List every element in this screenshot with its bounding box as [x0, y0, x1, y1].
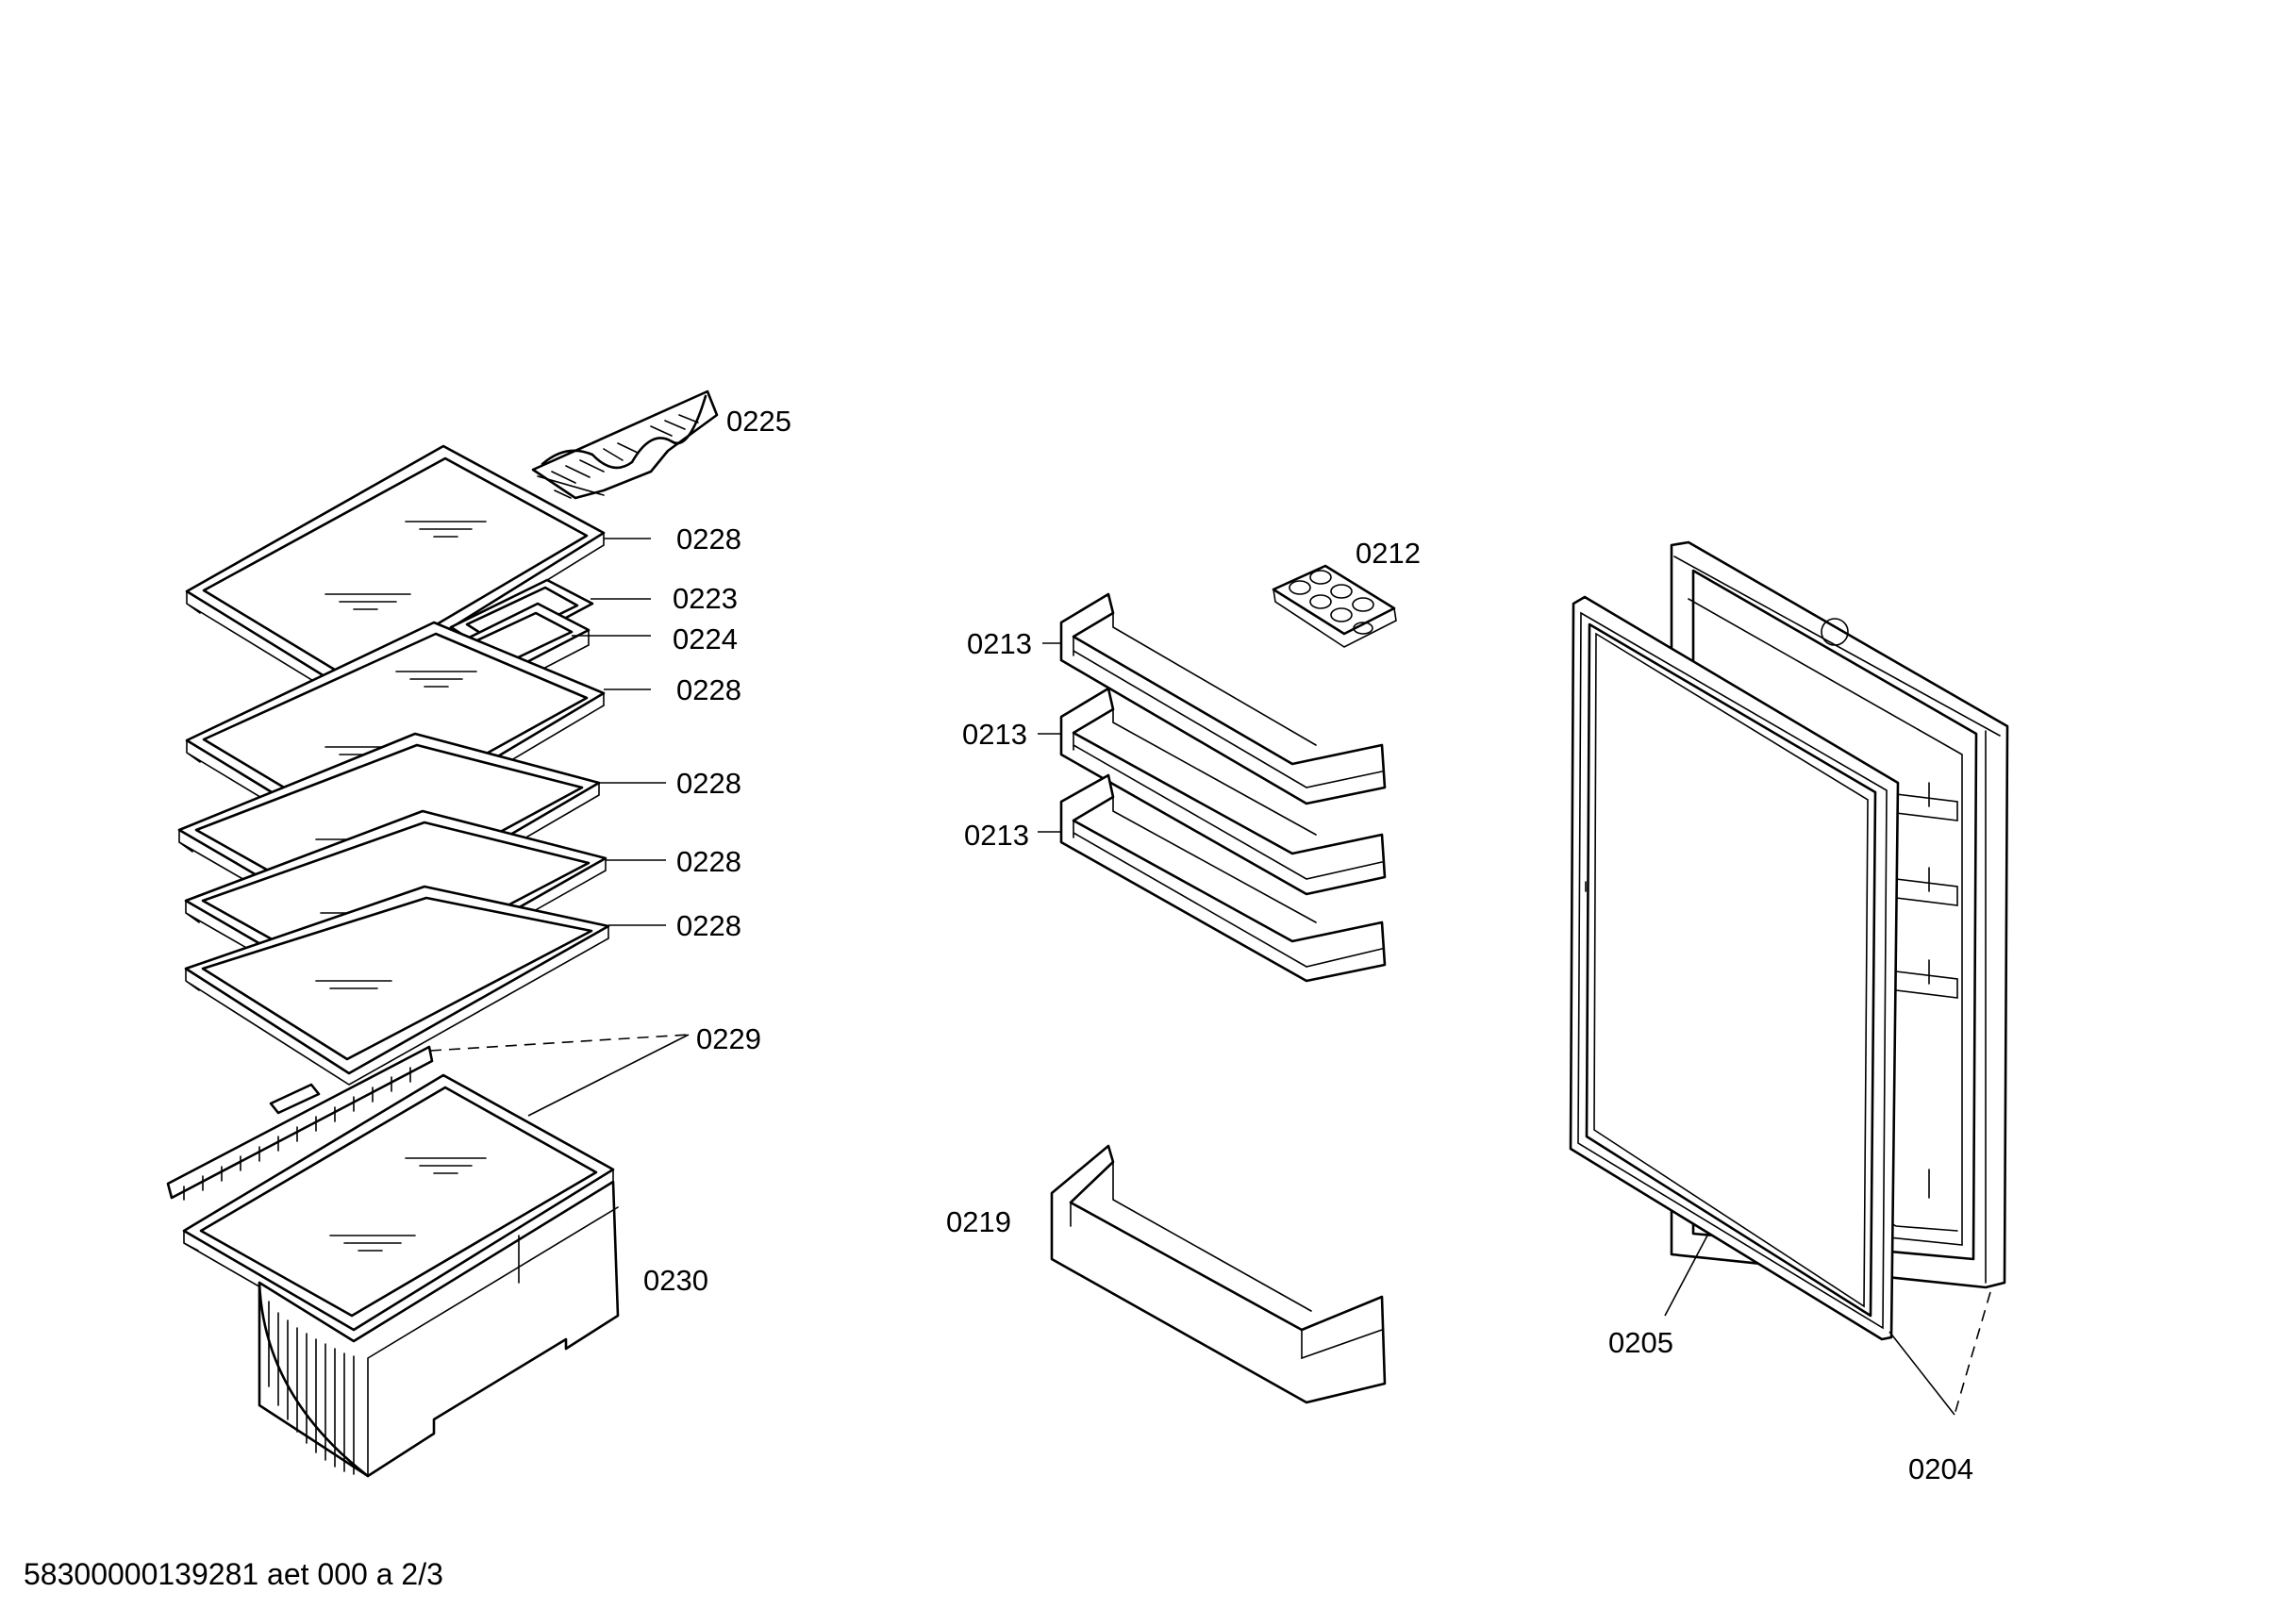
- label-0228-d: 0228: [676, 845, 741, 878]
- part-labels: 0225 0228 0223 0224 0228 0228 0228 0228 …: [643, 405, 1973, 1485]
- label-0213-b: 0213: [962, 718, 1027, 751]
- door-gasket-0205: [1569, 595, 1900, 1341]
- label-0213-c: 0213: [964, 819, 1029, 852]
- bottle-bin-0219: [1050, 1144, 1387, 1404]
- label-0228-b: 0228: [676, 673, 741, 706]
- label-0224: 0224: [673, 622, 738, 655]
- label-0228-e: 0228: [676, 909, 741, 942]
- egg-tray-0212: [1272, 564, 1397, 648]
- middle-leader-lines: [1038, 642, 1061, 833]
- label-0212: 0212: [1356, 537, 1421, 570]
- label-0219: 0219: [946, 1205, 1011, 1238]
- door-bin-0213-bottom: [1059, 773, 1387, 983]
- label-0205: 0205: [1608, 1326, 1673, 1359]
- label-0204: 0204: [1908, 1452, 1973, 1485]
- glass-shelf-5: [184, 885, 610, 1086]
- right-leader-lines: [1664, 1235, 1991, 1416]
- crisper-drawer-0230: [258, 1180, 620, 1478]
- label-0225: 0225: [726, 405, 791, 438]
- label-0230: 0230: [643, 1264, 708, 1297]
- bottle-rack-0225: [531, 390, 719, 500]
- label-0213-a: 0213: [967, 627, 1032, 660]
- label-0228-a: 0228: [676, 523, 741, 556]
- label-0223: 0223: [673, 582, 738, 615]
- document-code: 58300000139281 aet 000 a 2/3: [24, 1557, 443, 1591]
- door-bin-0213-middle: [1059, 687, 1387, 896]
- label-0229: 0229: [696, 1022, 761, 1055]
- label-0228-c: 0228: [676, 767, 741, 800]
- rail-0229: [166, 1045, 434, 1201]
- left-leader-lines: [429, 538, 690, 1117]
- door-bin-0213-top: [1059, 592, 1387, 805]
